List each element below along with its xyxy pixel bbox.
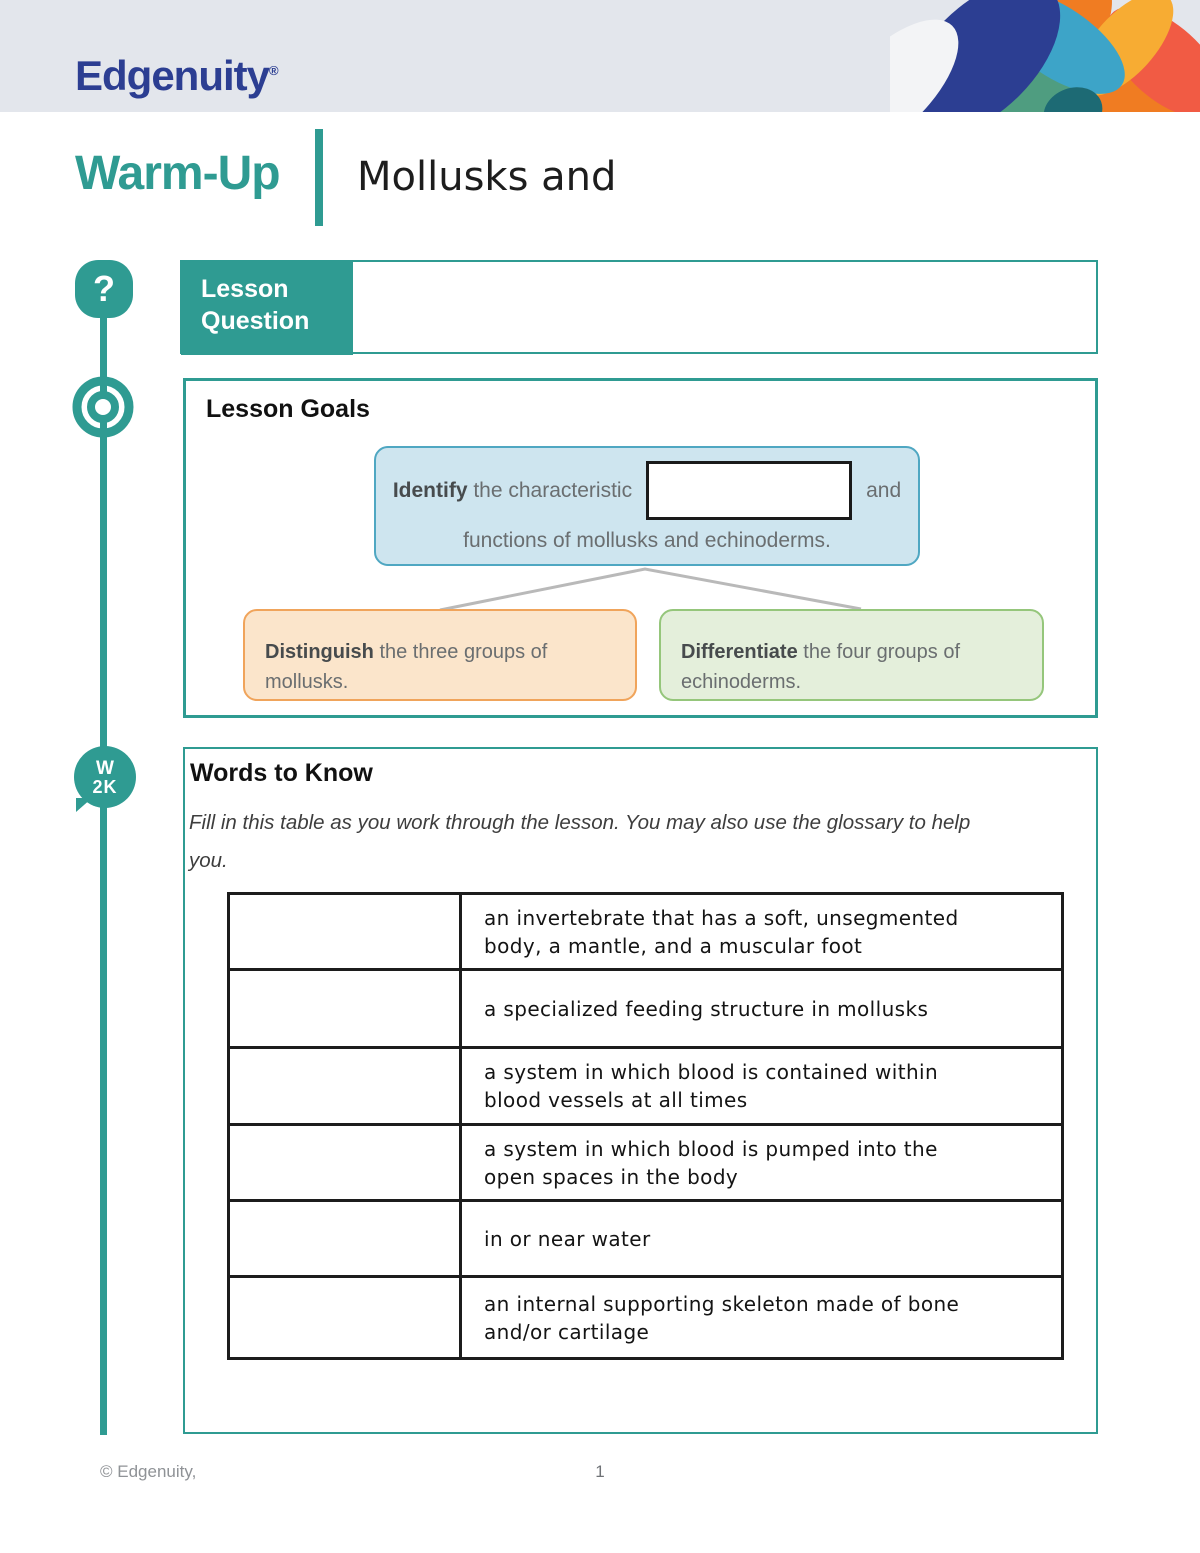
goal-echinoderms-verb: Differentiate — [681, 641, 798, 663]
term-cell[interactable] — [227, 1123, 462, 1202]
lesson-question-answer-area[interactable] — [353, 262, 1096, 352]
copyright-text: © Edgenuity, — [100, 1462, 197, 1481]
w2k-badge-tail — [76, 798, 92, 812]
target-icon — [72, 376, 134, 438]
lesson-question-section: Lesson Question — [180, 260, 1098, 355]
goal-main-line2: functions of mollusks and echinoderms. — [463, 529, 831, 552]
question-mark-glyph: ? — [93, 268, 115, 309]
term-cell[interactable] — [227, 1275, 462, 1360]
words-to-know-heading: Words to Know — [190, 759, 373, 787]
page-number: 1 — [595, 1462, 605, 1481]
definition-cell: a specialized feeding structure in mollu… — [459, 968, 1064, 1049]
table-row: in or near water — [227, 1199, 1064, 1278]
words-to-know-section: Words to Know Fill in this table as you … — [183, 747, 1098, 1434]
w2k-badge-line1: W — [96, 757, 114, 779]
definition-cell: a system in which blood is pumped into t… — [459, 1123, 1064, 1202]
warm-up-heading: Warm-Up — [75, 147, 281, 200]
definition-cell: an internal supporting skeleton made of … — [459, 1275, 1064, 1360]
goal-main-line1: Identify the characteristic and — [376, 461, 918, 520]
table-row: an invertebrate that has a soft, unsegme… — [227, 892, 1064, 971]
lesson-goals-heading: Lesson Goals — [206, 395, 370, 423]
lesson-question-label: Lesson Question — [181, 261, 353, 355]
term-cell[interactable] — [227, 1199, 462, 1278]
w2k-badge-line2: 2K — [92, 776, 118, 797]
question-mark-icon: ? — [75, 260, 133, 318]
table-row: a system in which blood is contained wit… — [227, 1046, 1064, 1126]
term-cell[interactable] — [227, 892, 462, 971]
definition-cell: in or near water — [459, 1199, 1064, 1278]
goal-main-after-verb: the characteristic — [467, 478, 633, 502]
definition-cell: an invertebrate that has a soft, unsegme… — [459, 892, 1064, 971]
goal-main-verb: Identify — [392, 478, 468, 502]
goal-echinoderms-box: Differentiate the four groups of echinod… — [659, 609, 1044, 701]
goal-main-box: Identify the characteristic and function… — [374, 446, 920, 566]
definition-cell: a system in which blood is contained wit… — [459, 1046, 1064, 1126]
edgenuity-logo-text: Edgenuity — [75, 52, 270, 99]
goal-mollusks-verb: Distinguish — [265, 641, 374, 663]
goal-main-text: Identify the characteristic — [393, 479, 632, 503]
term-cell[interactable] — [227, 1046, 462, 1126]
registered-mark: ® — [269, 63, 279, 78]
table-row: a system in which blood is pumped into t… — [227, 1123, 1064, 1202]
timeline-line — [100, 289, 107, 1435]
edgenuity-pinwheel-logo-icon — [890, 0, 1200, 112]
lesson-title: Mollusks and — [357, 154, 617, 200]
table-row: a specialized feeding structure in mollu… — [227, 968, 1064, 1049]
goal-mollusks-box: Distinguish the three groups of mollusks… — [243, 609, 637, 701]
edgenuity-logo: Edgenuity® — [75, 52, 279, 100]
goal-mollusks-text: the three groups of mollusks. — [265, 641, 548, 693]
goal-echinoderms-text: the four groups of echinoderms. — [681, 641, 961, 693]
lesson-goals-section: Lesson Goals Identify the characteristic… — [183, 378, 1098, 718]
words-to-know-badge-icon: W 2K — [74, 746, 136, 808]
table-row: an internal supporting skeleton made of … — [227, 1275, 1064, 1360]
words-to-know-instructions: Fill in this table as you work through t… — [189, 811, 971, 872]
term-cell[interactable] — [227, 968, 462, 1049]
title-divider-bar — [315, 129, 323, 226]
vocabulary-table: an invertebrate that has a soft, unsegme… — [227, 892, 1064, 1360]
goal-main-after-blank: and — [866, 478, 902, 502]
goal-main-blank-field[interactable] — [646, 461, 853, 520]
header-band: Edgenuity® — [0, 0, 1200, 112]
